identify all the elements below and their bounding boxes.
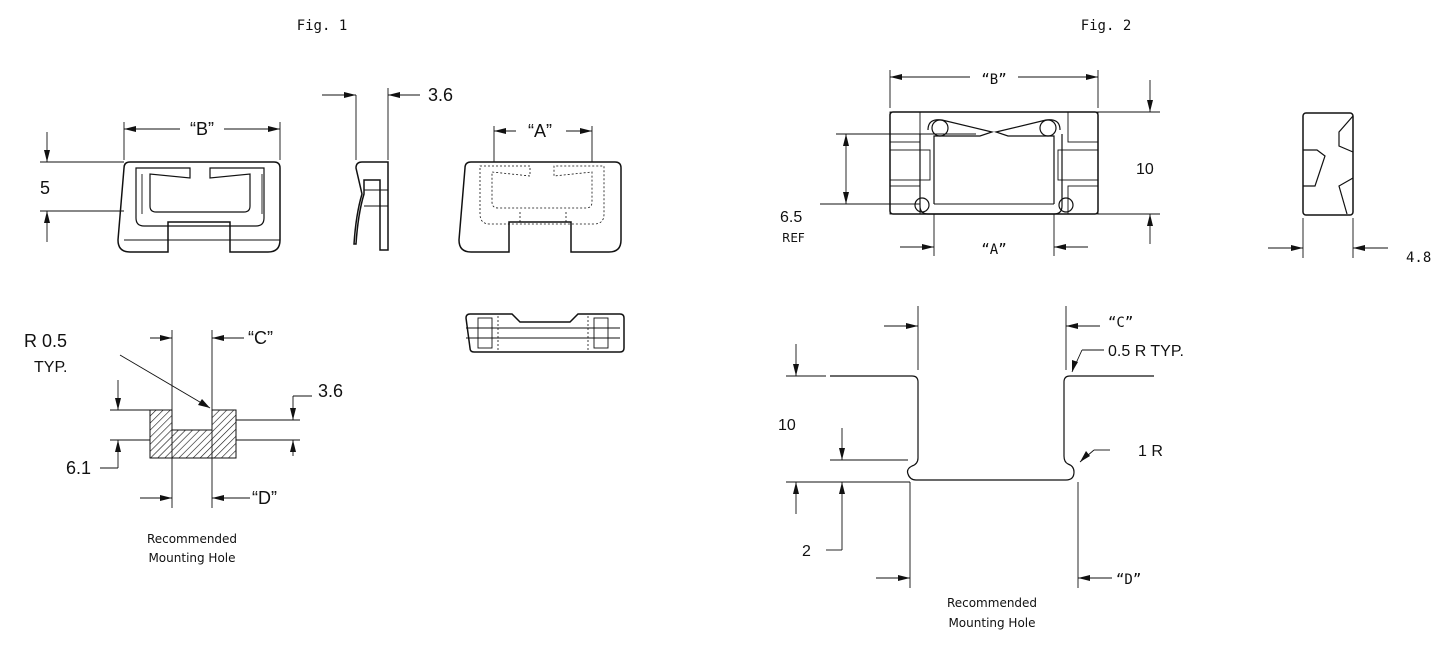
fig1-dim-a-label: “A” (528, 121, 552, 141)
fig1-bottom-view (465, 313, 625, 353)
fig1-hole-typ-label: TYP. (34, 359, 68, 376)
fig2-dim-thickness-label: 4.8 (1406, 250, 1431, 266)
fig1-title: Fig. 1 (297, 18, 348, 34)
fig1-side-view: 3.6 (322, 85, 453, 251)
fig2-hole-caption-line2: Mounting Hole (948, 616, 1035, 630)
fig2-dim-a-label: “A” (981, 242, 1006, 258)
fig2-dim-ref: 6.5 REF (780, 133, 976, 245)
fig1-dim-a: “A” (493, 121, 593, 162)
fig2-dim-ref-value: 6.5 (780, 209, 802, 226)
fig1-hole-height-label: 6.1 (66, 458, 91, 478)
fig2-hole-dim-c-label: “C” (1108, 315, 1133, 331)
fig2-dim-b: “B” (889, 70, 1099, 108)
fig1-hole-caption-line2: Mounting Hole (148, 551, 235, 565)
fig1-dim-b-label: “B” (190, 119, 214, 139)
fig2-dim-b-label: “B” (981, 72, 1006, 88)
fig1-hole-depth-label: 3.6 (318, 381, 343, 401)
fig1-mounting-hole: R 0.5 TYP. “C” “D” 6.1 (24, 328, 343, 565)
fig2-hole-height-label: 10 (778, 417, 796, 434)
fig1-hole-radius-label: R 0.5 (24, 331, 67, 351)
fig1-dim-height-label: 5 (40, 178, 50, 198)
fig2-top-view (889, 111, 1099, 215)
fig1-hidden-view (458, 161, 622, 253)
fig1-dim-b: “B” (123, 119, 281, 160)
fig2-hole-bottom-label: 2 (802, 543, 811, 560)
fig1-front-view (117, 161, 281, 253)
fig2-dim-height: 10 (1098, 80, 1160, 244)
fig1-dim-height: 5 (40, 132, 124, 242)
fig2-side-view: 4.8 (1268, 112, 1431, 266)
fig1-hole-caption-line1: Recommended (147, 532, 237, 546)
fig1-hole-dim-c-label: “C” (248, 328, 273, 348)
fig2-hole-dim-d-label: “D” (1116, 572, 1141, 588)
fig2-dim-height-label: 10 (1136, 161, 1154, 178)
fig1: Fig. 1 “B” 5 (24, 18, 625, 565)
fig2-hole-radius-label: 0.5 R TYP. (1108, 343, 1184, 360)
fig2-dim-ref-label: REF (782, 231, 805, 245)
fig2-hole-caption-line1: Recommended (947, 596, 1037, 610)
fig1-hole-dim-d-label: “D” (252, 488, 277, 508)
fig1-dim-thickness-label: 3.6 (428, 85, 453, 105)
fig2-title: Fig. 2 (1081, 18, 1132, 34)
fig2-hole-radius-1r-label: 1 R (1138, 443, 1163, 460)
fig2-dim-a: “A” (900, 214, 1088, 258)
fig2-mounting-hole: “C” 0.5 R TYP. 10 1 R 2 (778, 306, 1184, 630)
fig2: Fig. 2 “B” (778, 18, 1431, 630)
